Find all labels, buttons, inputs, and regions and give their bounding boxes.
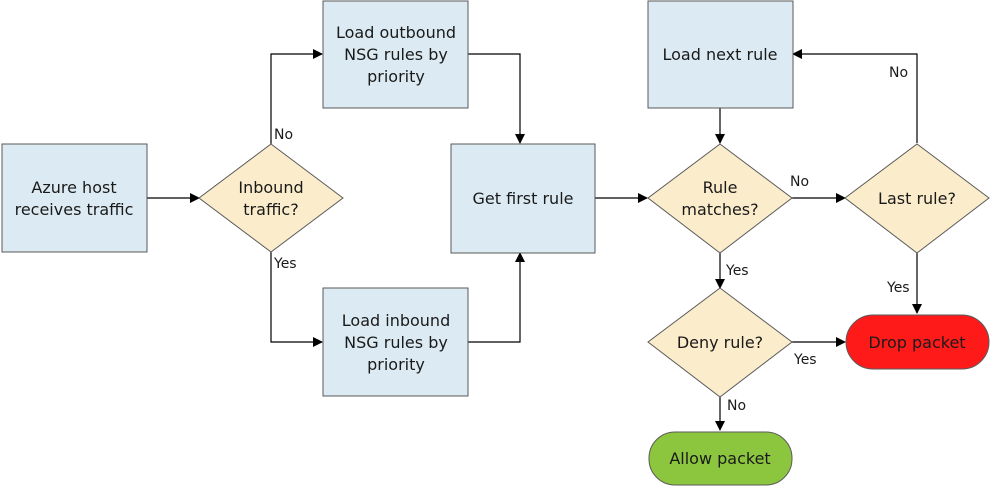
edge-inbound-yes-to-inbound-rules <box>270 252 323 347</box>
edge-inbound-rules-to-first <box>468 252 525 343</box>
decision-last-rule-label: Last rule? <box>878 189 956 208</box>
edge-inbound-no-to-outbound <box>270 49 323 144</box>
decision-inbound-line-1: Inbound <box>238 178 303 197</box>
terminal-drop-packet-label: Drop packet <box>868 333 965 352</box>
decision-rule-matches-line-2: matches? <box>681 200 758 219</box>
decision-inbound-line-2: traffic? <box>243 200 298 219</box>
node-azure-host-line-2: receives traffic <box>15 200 134 219</box>
node-get-first-rule: Get first rule <box>450 143 596 254</box>
decision-deny-rule-label: Deny rule? <box>677 333 763 352</box>
edge-label-inbound-yes: Yes <box>273 256 297 272</box>
edge-label-deny-no: No <box>727 398 746 414</box>
edges <box>147 49 922 431</box>
edge-label-last-no: No <box>889 65 908 81</box>
node-load-outbound-line-2: NSG rules by <box>344 45 448 64</box>
decision-rule-matches: Rule matches? <box>647 143 793 254</box>
edge-labels: No Yes No Yes No Yes Yes No <box>273 65 910 414</box>
node-load-next-rule-label: Load next rule <box>662 45 777 64</box>
terminal-drop-packet: Drop packet <box>845 314 990 370</box>
terminal-allow-packet: Allow packet <box>648 431 793 486</box>
node-load-outbound-line-1: Load outbound <box>336 23 456 42</box>
node-load-outbound-rules: Load outbound NSG rules by priority <box>322 0 469 109</box>
node-load-inbound-line-3: priority <box>367 355 425 374</box>
decision-last-rule: Last rule? <box>844 143 990 254</box>
node-azure-host-line-1: Azure host <box>31 178 116 197</box>
edge-last-no-to-next <box>792 49 918 143</box>
decision-inbound-traffic: Inbound traffic? <box>198 143 344 253</box>
node-load-inbound-line-1: Load inbound <box>342 311 450 330</box>
edge-outbound-to-first <box>468 53 525 144</box>
decision-deny-rule: Deny rule? <box>647 287 793 398</box>
edge-label-matches-no: No <box>790 174 809 190</box>
node-get-first-rule-label: Get first rule <box>473 189 574 208</box>
edge-label-matches-yes: Yes <box>725 263 749 279</box>
node-azure-host: Azure host receives traffic <box>1 143 148 253</box>
edge-label-inbound-no: No <box>274 127 293 143</box>
edge-label-last-yes: Yes <box>886 280 910 296</box>
edge-label-deny-yes: Yes <box>793 352 817 368</box>
decision-rule-matches-line-1: Rule <box>703 178 738 197</box>
node-load-inbound-rules: Load inbound NSG rules by priority <box>322 287 469 397</box>
node-load-outbound-line-3: priority <box>367 67 425 86</box>
node-load-inbound-line-2: NSG rules by <box>344 333 448 352</box>
node-load-next-rule: Load next rule <box>647 0 794 109</box>
terminal-allow-packet-label: Allow packet <box>669 449 770 468</box>
